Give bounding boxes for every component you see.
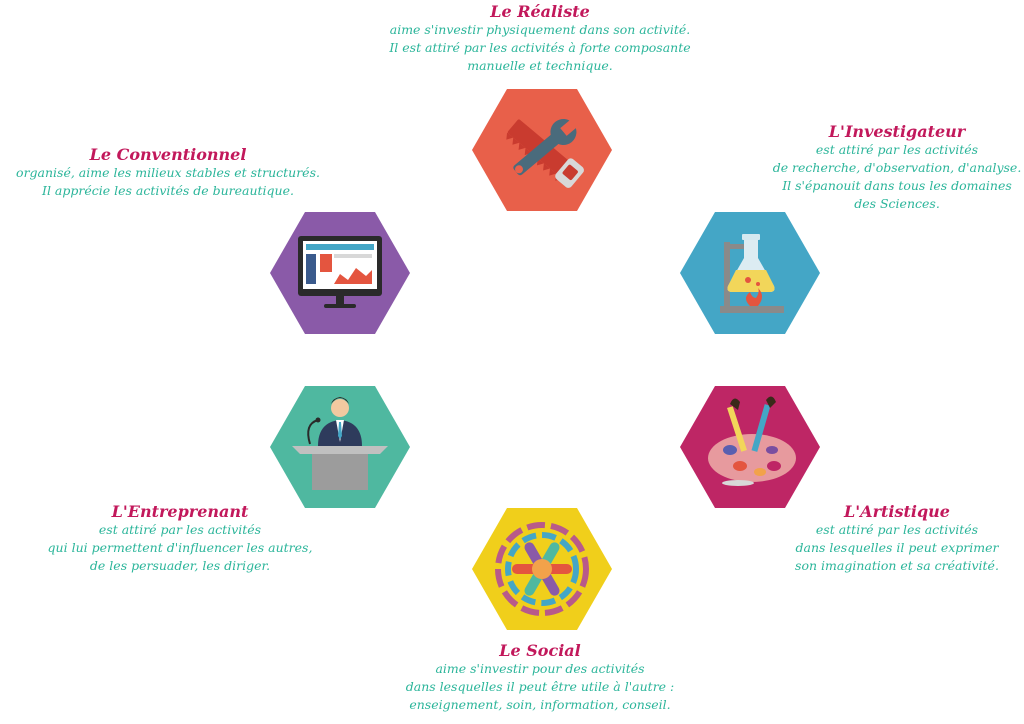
realiste-line-2: Il est attiré par les activités à forte … <box>389 40 691 55</box>
artistique-line-3: son imagination et sa créativité. <box>795 558 999 573</box>
social-line-1: aime s'investir pour des activités <box>435 661 645 676</box>
artistique-title: L'Artistique <box>844 502 950 521</box>
artistique-line-1: est attiré par les activités <box>815 522 979 537</box>
investigateur-text: L'Investigateur est attiré par les activ… <box>770 122 1024 213</box>
investigateur-line-4: des Sciences. <box>854 196 940 211</box>
joined-hands-icon <box>495 522 589 616</box>
artistique-hexagon <box>680 386 820 508</box>
realiste-line-1: aime s'investir physiquement dans son ac… <box>389 22 691 37</box>
conventionnel-text: Le Conventionnel organisé, aime les mili… <box>0 145 336 200</box>
entreprenant-line-3: de les persuader, les diriger. <box>89 558 271 573</box>
entreprenant-line-2: qui lui permettent d'influencer les autr… <box>47 540 313 555</box>
social-hexagon <box>472 508 612 630</box>
artistique-text: L'Artistique est attiré par les activité… <box>770 502 1024 575</box>
entreprenant-hexagon <box>270 386 410 508</box>
investigateur-hexagon <box>680 212 820 334</box>
artistique-line-2: dans lesquelles il peut exprimer <box>795 540 999 555</box>
realiste-text: Le Réaliste aime s'investir physiquement… <box>370 2 710 75</box>
social-title: Le Social <box>499 641 581 660</box>
conventionnel-line-1: organisé, aime les milieux stables et st… <box>16 165 320 180</box>
investigateur-line-3: Il s'épanouit dans tous les domaines <box>782 178 1012 193</box>
investigateur-line-2: de recherche, d'observation, d'analyse. <box>772 160 1022 175</box>
lab-flask-icon <box>720 234 784 313</box>
speaker-podium-icon <box>292 397 388 490</box>
social-line-2: dans lesquelles il peut être utile à l'a… <box>405 679 675 694</box>
realiste-hexagon <box>472 89 612 211</box>
entreprenant-text: L'Entreprenant est attiré par les activi… <box>20 502 340 575</box>
realiste-line-3: manuelle et technique. <box>467 58 613 73</box>
entreprenant-line-1: est attiré par les activités <box>98 522 262 537</box>
entreprenant-title: L'Entreprenant <box>111 502 249 521</box>
conventionnel-hexagon <box>270 212 410 334</box>
computer-monitor-icon <box>298 236 382 308</box>
wrench-saw-icon <box>506 117 584 188</box>
social-line-3: enseignement, soin, information, conseil… <box>409 697 671 712</box>
social-text: Le Social aime s'investir pour des activ… <box>360 641 720 714</box>
conventionnel-line-2: Il apprécie les activités de bureautique… <box>42 183 294 198</box>
investigateur-title: L'Investigateur <box>828 122 966 141</box>
investigateur-line-1: est attiré par les activités <box>815 142 979 157</box>
realiste-title: Le Réaliste <box>490 2 590 21</box>
conventionnel-title: Le Conventionnel <box>89 145 247 164</box>
palette-brushes-icon <box>708 396 796 486</box>
